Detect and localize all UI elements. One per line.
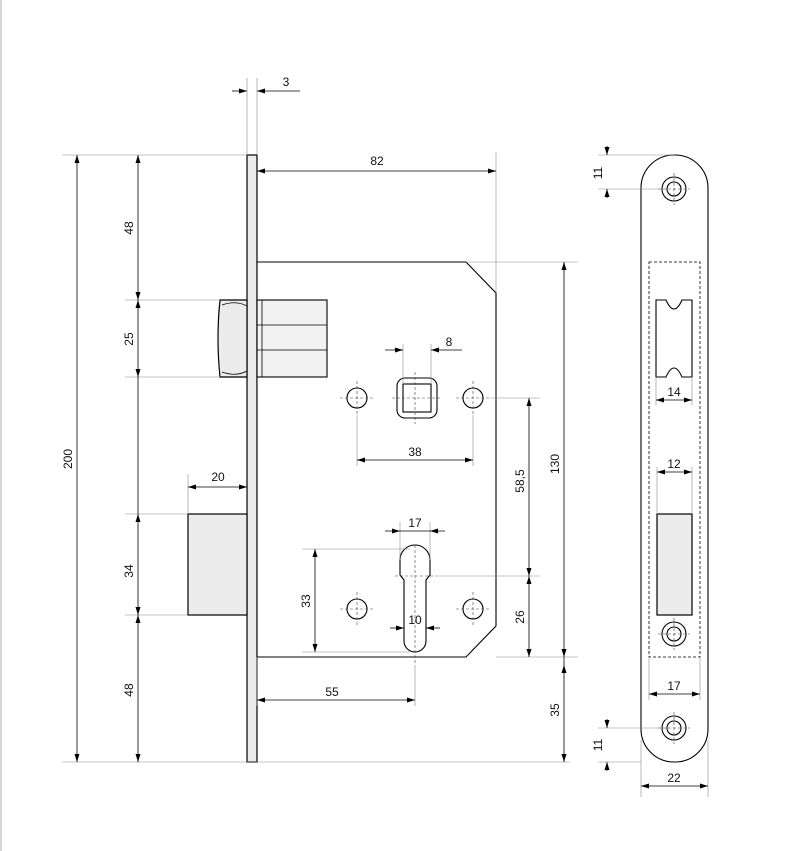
cylinder-cutout [399, 544, 431, 653]
case-outline-dashed [648, 261, 701, 658]
dim-lower-to-bolt: 48 [122, 683, 136, 697]
forend-dimensions: 11 14 12 17 11 22 [591, 146, 709, 797]
dim-case-height: 130 [548, 454, 562, 474]
lock-body [187, 154, 497, 763]
dim-latch-height: 25 [122, 332, 136, 346]
bolt-opening [656, 513, 693, 616]
dim-overall-height: 200 [61, 449, 75, 469]
dim-cylinder-backset: 55 [325, 685, 339, 699]
dim-cylinder-to-bottom: 26 [513, 610, 527, 624]
dim-bottom-to-end: 35 [548, 703, 562, 717]
center-lines [340, 372, 490, 665]
latch-opening [655, 299, 693, 378]
dim-strike-bottom-hole: 11 [591, 738, 605, 751]
forend-screw-top [658, 173, 690, 205]
dim-cylinder-width: 17 [408, 516, 422, 530]
dim-strike-bolt-width: 12 [667, 457, 681, 471]
dim-center-distance: 58,5 [513, 469, 527, 493]
forend-plate [640, 154, 709, 763]
deadbolt [187, 513, 248, 616]
dim-strike-plate-inner: 17 [667, 679, 681, 693]
forend-screw-middle [658, 618, 690, 650]
dim-deadbolt-height: 34 [122, 564, 136, 578]
dim-spindle-square: 8 [446, 335, 453, 349]
dim-strike-latch-opening: 14 [667, 385, 681, 399]
dim-screw-spacing: 38 [408, 445, 422, 459]
dim-cylinder-height: 33 [299, 594, 313, 608]
dim-strike-top-hole: 11 [591, 166, 605, 179]
faceplate [246, 154, 258, 763]
dim-faceplate-thickness: 3 [283, 75, 290, 89]
latch-bolt [217, 299, 328, 378]
dim-cylinder-neck: 10 [408, 613, 422, 627]
dim-strike-plate-width: 22 [667, 771, 681, 785]
forend-screw-bottom [658, 712, 690, 744]
main-dimensions: 3 82 200 48 25 34 48 [61, 75, 578, 763]
dim-backset-total: 82 [370, 154, 384, 168]
dim-upper-to-latch: 48 [122, 221, 136, 235]
dim-deadbolt-throw: 20 [211, 470, 225, 484]
